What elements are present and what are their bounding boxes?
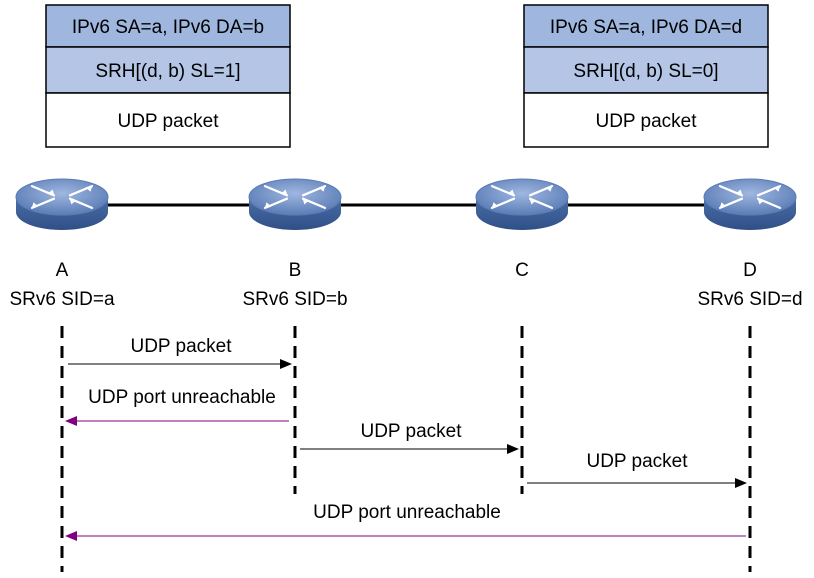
router-arrows (718, 184, 782, 210)
router-top (15, 178, 109, 216)
node-d-sid: SRv6 SID=d (697, 289, 802, 310)
messages: UDP packet UDP port unreachable UDP pack… (65, 336, 747, 541)
header-right-row-3 (523, 92, 769, 148)
node-b-sid: SRv6 SID=b (242, 289, 347, 310)
arrowhead-4 (735, 478, 747, 488)
message-label-1: UDP packet (130, 336, 232, 357)
header-right-row-3-text: UDP packet (595, 111, 697, 132)
header-right-row-1 (523, 4, 769, 48)
header-left-row-1-text: IPv6 SA=a, IPv6 DA=b (72, 17, 264, 38)
arrowhead-5 (65, 531, 77, 541)
header-right-row-2-text: SRH[(d, b) SL=0] (573, 61, 718, 82)
header-left-row-2-text: SRH[(d, b) SL=1] (95, 61, 240, 82)
router-icon (248, 178, 342, 230)
router-icon (15, 178, 109, 230)
message-label-4: UDP packet (586, 451, 688, 472)
node-labels: A SRv6 SID=a B SRv6 SID=b C D SRv6 SID=d (9, 260, 802, 310)
packet-header-left: IPv6 SA=a, IPv6 DA=b SRH[(d, b) SL=1] UD… (45, 4, 291, 148)
message-label-3: UDP packet (360, 421, 462, 442)
node-c-name: C (515, 260, 529, 281)
router-arrows (30, 184, 94, 210)
router-icon (475, 178, 569, 230)
router-top (475, 178, 569, 216)
router-top (703, 178, 797, 216)
header-left-row-3-text: UDP packet (117, 111, 219, 132)
node-a-sid: SRv6 SID=a (9, 289, 115, 310)
node-a-name: A (56, 260, 69, 281)
arrowhead-3 (507, 444, 519, 454)
packet-header-right: IPv6 SA=a, IPv6 DA=d SRH[(d, b) SL=0] UD… (523, 4, 769, 148)
router-arrows (490, 184, 554, 210)
arrowhead-2 (65, 416, 77, 426)
router-top (248, 178, 342, 216)
header-left-row-3 (45, 92, 291, 148)
arrowhead-1 (280, 359, 292, 369)
message-label-5: UDP port unreachable (313, 502, 501, 523)
header-right-row-1-text: IPv6 SA=a, IPv6 DA=d (550, 17, 742, 38)
header-left-row-1 (45, 4, 291, 48)
message-label-2: UDP port unreachable (88, 387, 276, 408)
node-d-name: D (743, 260, 757, 281)
routers (15, 178, 797, 230)
router-icon (703, 178, 797, 230)
lifelines (60, 326, 752, 572)
router-arrows (263, 184, 327, 210)
header-left-row-2 (45, 46, 291, 94)
node-b-name: B (289, 260, 302, 281)
